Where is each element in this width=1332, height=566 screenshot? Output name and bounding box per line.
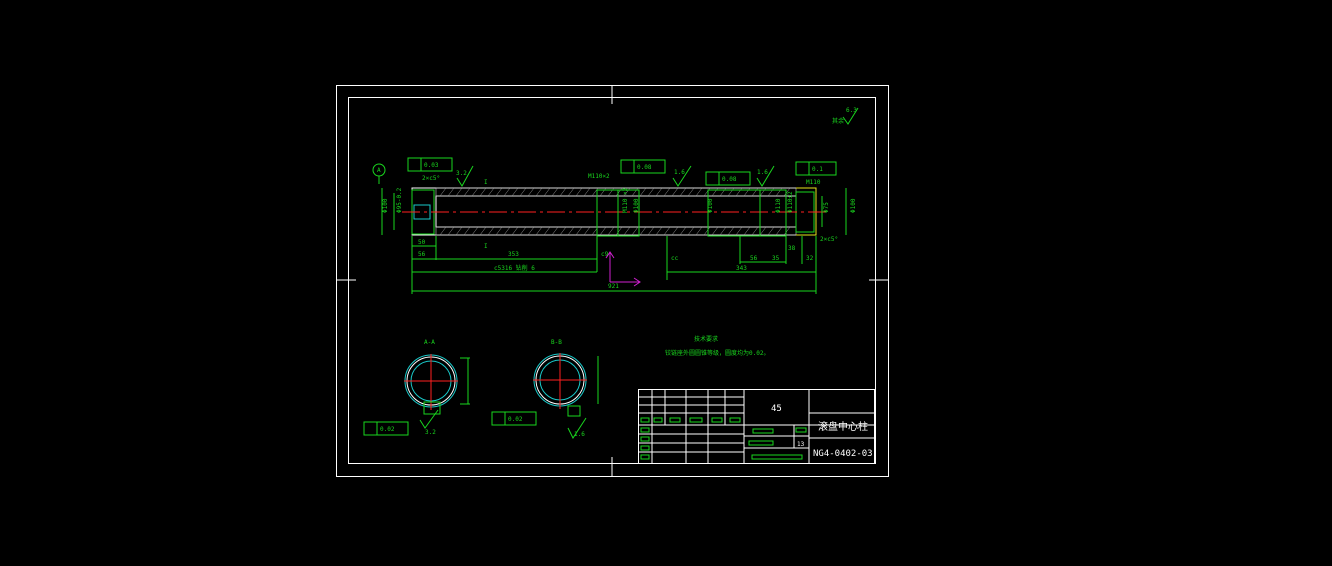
svg-text:铰链座外圆圆锥等级，圆度均为0.02。: 铰链座外圆圆锥等级，圆度均为0.02。 — [665, 349, 769, 357]
svg-text:0.1: 0.1 — [812, 166, 823, 173]
svg-text:2×c5°: 2×c5° — [820, 236, 838, 243]
svg-text:滚盘中心柱: 滚盘中心柱 — [818, 420, 868, 433]
technical-notes: 技术要求 铰链座外圆圆锥等级，圆度均为0.02。 — [665, 335, 769, 357]
svg-text:0.08: 0.08 — [637, 164, 652, 171]
svg-text:Φ100: Φ100 — [707, 198, 714, 213]
svg-text:cc: cc — [671, 255, 679, 262]
sheet-frame — [336, 85, 889, 477]
svg-text:0.02: 0.02 — [508, 416, 523, 423]
svg-text:343: 343 — [736, 265, 747, 272]
svg-text:6.3: 6.3 — [846, 107, 857, 114]
svg-text:3.2: 3.2 — [456, 170, 467, 177]
fcf-2: 0.08 M110×2 — [588, 159, 666, 180]
svg-text:Φ110±2: Φ110±2 — [787, 191, 794, 213]
svg-text:56: 56 — [418, 251, 426, 258]
svg-text:其余: 其余 — [832, 117, 844, 125]
svg-text:B-B: B-B — [551, 339, 562, 346]
svg-text:13: 13 — [797, 441, 805, 448]
shaft-main-view: M110 ×2 Φ100 Φ100 Φ110 Φ110±2 Φ75 Φ100 Φ… — [372, 157, 857, 294]
svg-text:0.08: 0.08 — [722, 176, 737, 183]
svg-text:c5316 钻削 6: c5316 钻削 6 — [494, 264, 535, 272]
roughness-general-symbol: 6.3 其余 — [832, 107, 859, 125]
svg-text:35: 35 — [772, 255, 780, 262]
svg-text:Φ100: Φ100 — [633, 198, 640, 213]
svg-text:1.6: 1.6 — [674, 169, 685, 176]
svg-text:50: 50 — [418, 239, 426, 246]
svg-text:56: 56 — [750, 255, 758, 262]
svg-text:Φ100: Φ100 — [382, 198, 389, 213]
svg-text:Φ75: Φ75 — [823, 202, 830, 213]
title-block: 45 滚盘中心柱 13 NG4-0402-03 — [638, 389, 875, 464]
section-a-a: A-A 0.02 3.2 — [363, 339, 470, 436]
svg-text:Φ110: Φ110 — [775, 198, 782, 213]
svg-text:I: I — [484, 179, 488, 186]
svg-text:A: A — [377, 167, 381, 174]
svg-text:M110: M110 — [806, 179, 821, 186]
svg-text:M110 ×2: M110 ×2 — [622, 187, 629, 213]
fcf-3: 0.08 — [705, 171, 751, 186]
svg-text:38: 38 — [788, 245, 796, 252]
dimension-chain: 50 56 353 c5316 钻削 6 343 56 35 38 32 c9 … — [411, 236, 817, 294]
svg-text:353: 353 — [508, 251, 519, 258]
svg-text:2×c5°: 2×c5° — [422, 175, 440, 182]
svg-text:I: I — [484, 243, 488, 250]
svg-text:技术要求: 技术要求 — [694, 335, 718, 343]
svg-text:M110×2: M110×2 — [588, 173, 610, 180]
svg-text:1.6: 1.6 — [757, 169, 768, 176]
fcf-4: 0.1 M110 — [795, 161, 837, 186]
svg-text:0.02: 0.02 — [380, 426, 395, 433]
svg-text:3.2: 3.2 — [425, 429, 436, 436]
svg-text:921: 921 — [608, 283, 619, 290]
svg-text:Φ95-0.2: Φ95-0.2 — [396, 187, 403, 213]
ucs-marker — [605, 251, 641, 287]
section-hatch — [439, 187, 791, 236]
svg-text:0.03: 0.03 — [424, 162, 439, 169]
section-b-b: B-B 0.02 1.6 — [491, 339, 599, 440]
svg-text:c9: c9 — [601, 251, 609, 258]
fcf-1: 0.03 2×c5° — [407, 157, 453, 182]
svg-text:NG4-0402-03: NG4-0402-03 — [813, 449, 873, 459]
svg-text:Φ100: Φ100 — [850, 198, 857, 213]
svg-text:32: 32 — [806, 255, 814, 262]
svg-text:A-A: A-A — [424, 339, 435, 346]
svg-text:45: 45 — [771, 404, 782, 414]
svg-text:1.6: 1.6 — [574, 431, 585, 438]
